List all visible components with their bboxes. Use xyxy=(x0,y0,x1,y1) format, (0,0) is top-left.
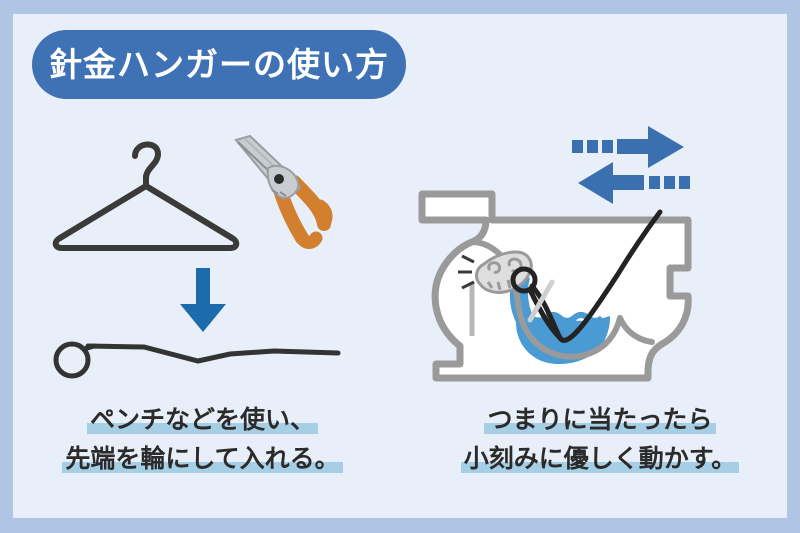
wire-hanger-icon xyxy=(40,128,250,258)
inserted-wire-icon xyxy=(510,209,663,343)
left-caption: ペンチなどを使い、 先端を輪にして入れる。 xyxy=(30,408,375,486)
caption-line: 先端を輪にして入れる。 xyxy=(62,447,343,473)
bowl-guide-line xyxy=(527,279,555,323)
caption-highlight xyxy=(484,423,716,434)
page-title: 針金ハンガーの使い方 xyxy=(49,46,389,83)
caption-highlight xyxy=(86,423,318,434)
pliers-icon xyxy=(228,132,358,254)
motion-arrows-group xyxy=(572,126,690,204)
right-caption: つまりに当たったら 小刻みに優しく動かす。 xyxy=(420,408,780,486)
straightened-wire-with-loop-icon xyxy=(48,330,368,390)
caption-highlight xyxy=(460,462,740,473)
caption-line: つまりに当たったら xyxy=(484,408,716,434)
caption-line: ペンチなどを使い、 xyxy=(86,408,318,434)
caption-highlight xyxy=(62,462,343,473)
arrow-right-dashed-icon xyxy=(572,126,684,168)
clog-mass-icon xyxy=(458,250,533,294)
outlet-contour xyxy=(617,315,655,345)
rim-notch xyxy=(666,268,688,300)
down-arrow-icon xyxy=(172,268,234,334)
impact-lines xyxy=(458,254,475,290)
arrow-left-dashed-icon xyxy=(578,162,690,204)
caption-line: 小刻みに優しく動かす。 xyxy=(460,447,740,473)
title-pill: 針金ハンガーの使い方 xyxy=(32,30,406,99)
toilet-cross-section-icon xyxy=(412,186,702,386)
